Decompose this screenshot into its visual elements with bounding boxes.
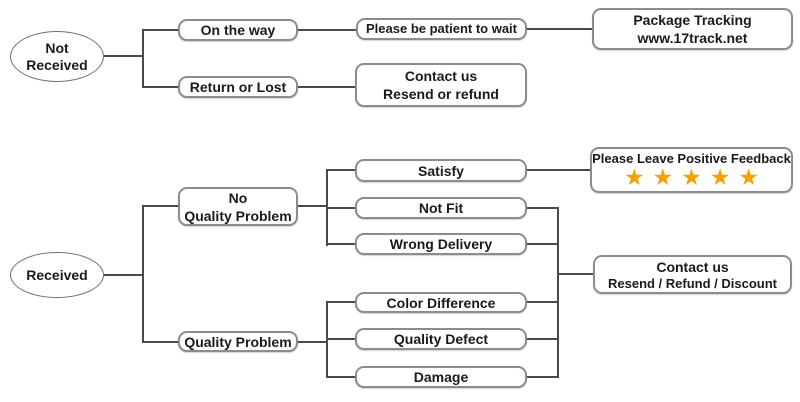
node-be-patient: Please be patient to wait — [356, 18, 527, 40]
connector-line — [298, 29, 356, 31]
connector-line — [527, 338, 557, 340]
connector-line — [326, 169, 355, 171]
node-satisfy-label: Satisfy — [418, 162, 464, 179]
connector-line — [527, 169, 590, 171]
connector-line — [142, 86, 178, 88]
node-received-label: Received — [26, 266, 88, 283]
node-no-quality-problem-line1: No — [228, 189, 248, 206]
node-feedback-label: Please Leave Positive Feedback — [592, 151, 791, 166]
node-package-tracking: Package Tracking www.17track.net — [592, 8, 793, 50]
node-damage: Damage — [355, 366, 527, 388]
node-received: Received — [10, 252, 104, 298]
connector-line — [527, 301, 557, 303]
node-not-received-line2: Received — [26, 56, 88, 73]
node-quality-problem-label: Quality Problem — [184, 333, 292, 350]
connector-line — [298, 205, 327, 207]
node-no-quality-problem-line2: Quality Problem — [184, 207, 292, 224]
node-contact-top-line2: Resend or refund — [383, 86, 499, 102]
node-damage-label: Damage — [413, 369, 469, 385]
connector-line — [527, 207, 557, 209]
node-not-received: Not Received — [10, 31, 104, 82]
node-not-fit-label: Not Fit — [418, 200, 464, 216]
connector-line — [527, 243, 557, 245]
node-package-tracking-line2: www.17track.net — [637, 30, 748, 46]
connector-line — [298, 341, 327, 343]
node-on-the-way-label: On the way — [200, 22, 276, 38]
node-contact-top: Contact us Resend or refund — [355, 63, 527, 107]
connector-line — [142, 205, 178, 207]
node-return-or-lost-label: Return or Lost — [189, 79, 287, 95]
connector-line — [527, 28, 592, 30]
node-package-tracking-line1: Package Tracking — [633, 12, 752, 28]
node-on-the-way: On the way — [178, 19, 298, 41]
connector-line — [142, 205, 144, 343]
node-satisfy: Satisfy — [355, 159, 527, 182]
node-wrong-delivery: Wrong Delivery — [355, 233, 527, 255]
node-no-quality-problem: No Quality Problem — [178, 187, 298, 226]
node-quality-problem: Quality Problem — [178, 331, 298, 352]
connector-line — [326, 243, 355, 245]
node-contact-bottom-line1: Contact us — [656, 258, 729, 275]
connector-line — [142, 29, 178, 31]
connector-line — [557, 273, 593, 275]
connector-line — [142, 341, 178, 343]
node-color-difference: Color Difference — [355, 292, 527, 313]
connector-line — [298, 86, 355, 88]
connector-line — [326, 207, 355, 209]
connector-line — [326, 301, 355, 303]
node-quality-defect: Quality Defect — [355, 328, 527, 350]
node-feedback: Please Leave Positive Feedback ★★★★★ — [590, 147, 793, 193]
connector-line — [104, 55, 142, 57]
node-be-patient-label: Please be patient to wait — [366, 21, 517, 36]
connector-line — [104, 274, 142, 276]
connector-line — [142, 29, 144, 88]
node-return-or-lost: Return or Lost — [178, 76, 298, 98]
node-not-fit: Not Fit — [355, 197, 527, 219]
node-not-received-line1: Not — [45, 39, 69, 56]
connector-line — [527, 376, 557, 378]
five-star-rating-icon: ★★★★★ — [623, 165, 768, 191]
connector-line — [326, 376, 355, 378]
connector-line — [557, 207, 559, 378]
node-contact-bottom: Contact us Resend / Refund / Discount — [593, 255, 792, 294]
connector-line — [326, 338, 355, 340]
node-contact-bottom-line2: Resend / Refund / Discount — [607, 275, 777, 291]
node-quality-defect-label: Quality Defect — [393, 331, 489, 347]
node-color-difference-label: Color Difference — [386, 294, 496, 311]
node-contact-top-line1: Contact us — [404, 68, 478, 84]
node-wrong-delivery-label: Wrong Delivery — [389, 236, 493, 252]
